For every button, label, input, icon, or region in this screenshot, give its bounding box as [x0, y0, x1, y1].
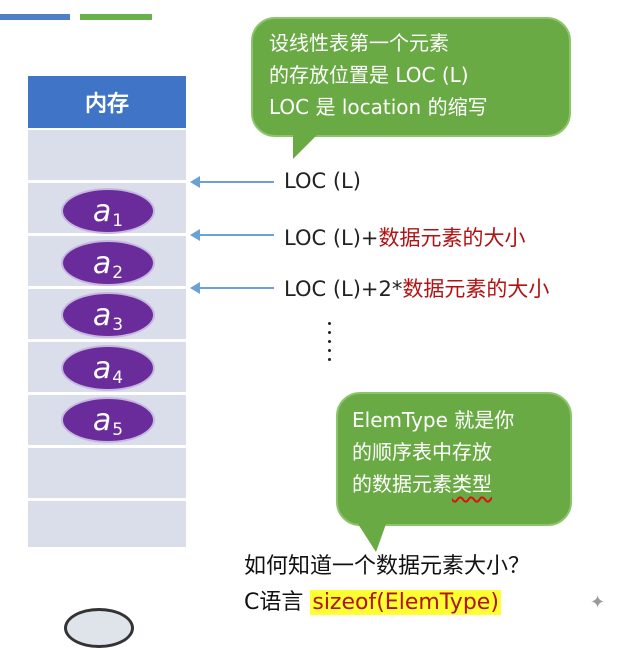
vertical-ellipsis-icon: [328, 322, 332, 361]
callout-elemtype: ElemType 就是你 的顺序表中存放 的数据元素类型: [336, 392, 572, 552]
underlined-type-word: 类型: [452, 472, 492, 496]
memory-header: 内存: [28, 76, 186, 130]
location-label-0: LOC (L): [284, 169, 361, 193]
callout-line: 的数据元素类型: [352, 472, 492, 496]
presenter-avatar-partial: [64, 608, 134, 648]
callout-line: 的存放位置是 LOC (L): [269, 63, 469, 87]
memory-cell: [28, 448, 186, 501]
memory-cell: [28, 501, 186, 550]
location-label-1: LOC (L)+数据元素的大小: [284, 226, 526, 250]
sizeof-code: sizeof(ElemType): [310, 590, 501, 615]
sparkle-icon: ✦: [590, 592, 606, 613]
arrow-left-icon: [190, 229, 274, 241]
callout-line: ElemType 就是你: [352, 408, 515, 432]
memory-cell: [28, 130, 186, 183]
arrow-left-icon: [190, 282, 274, 294]
location-label-2: LOC (L)+2*数据元素的大小: [284, 277, 550, 301]
arrow-left-icon: [190, 176, 274, 188]
c-language-sizeof: C语言 sizeof(ElemType): [244, 590, 501, 615]
callout-line: 设线性表第一个元素: [269, 31, 449, 55]
callout-line: 的顺序表中存放: [352, 440, 492, 464]
top-accent-bar-green: [80, 14, 152, 20]
callout-line: LOC 是 location 的缩写: [269, 95, 488, 119]
callout-loc-definition: 设线性表第一个元素 的存放位置是 LOC (L) LOC 是 location …: [251, 17, 571, 159]
top-accent-bar-blue: [0, 14, 70, 20]
size-question: 如何知道一个数据元素大小？: [244, 554, 531, 579]
